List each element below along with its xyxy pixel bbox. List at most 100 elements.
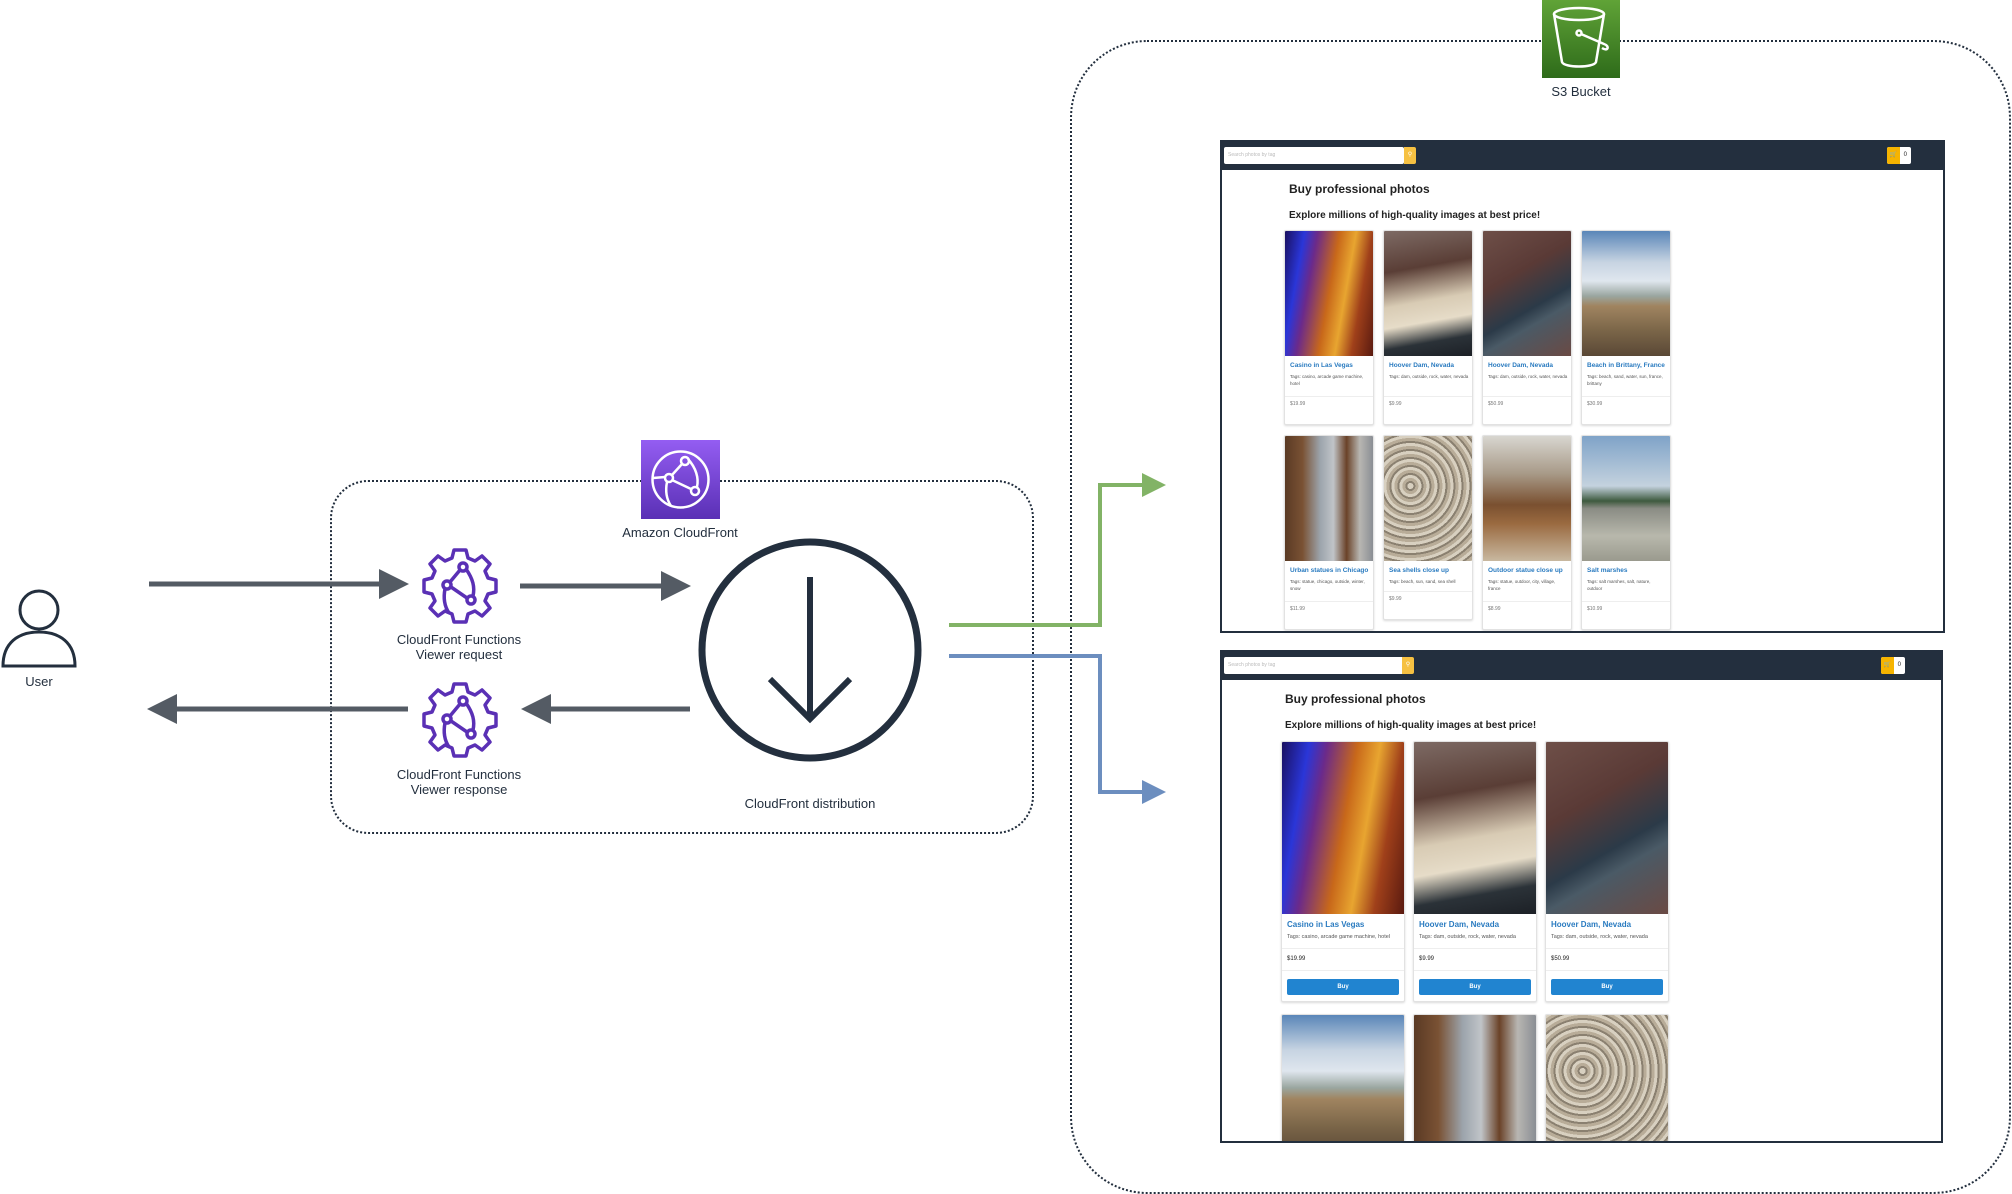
product-card[interactable] xyxy=(1281,1014,1405,1141)
search-input[interactable]: Search photos by tag xyxy=(1224,657,1404,674)
product-card[interactable] xyxy=(1545,1014,1669,1141)
search-icon: ⚲ xyxy=(1405,662,1411,668)
divider xyxy=(1582,396,1670,397)
product-tags: Tags: dam, outside, rock, water, nevada xyxy=(1551,934,1648,940)
product-price: $19.99 xyxy=(1287,956,1306,962)
page-subtitle: Explore millions of high-quality images … xyxy=(1289,210,1541,221)
cloudfront-distribution-icon xyxy=(698,538,922,762)
product-title[interactable]: Hoover Dam, Nevada xyxy=(1419,920,1500,929)
product-title[interactable]: Outdoor statue close up xyxy=(1488,567,1563,574)
product-photo[interactable] xyxy=(1285,436,1373,561)
user-label: User xyxy=(25,674,53,689)
product-photo[interactable] xyxy=(1282,1015,1404,1141)
product-tags: Tags: statue, outdoor, city, village, fr… xyxy=(1488,579,1556,591)
product-photo[interactable] xyxy=(1384,436,1472,561)
product-price: $19.99 xyxy=(1290,401,1306,407)
bucket-icon xyxy=(1552,6,1609,68)
product-price: $9.99 xyxy=(1389,596,1402,602)
product-price: $11.99 xyxy=(1290,606,1305,612)
product-title[interactable]: Hoover Dam, Nevada xyxy=(1389,362,1455,369)
cart-button[interactable]: 🛒0 xyxy=(1881,657,1905,674)
product-card[interactable]: Sea shells close up Tags: beach, sun, san… xyxy=(1383,435,1473,620)
product-photo[interactable] xyxy=(1483,436,1571,561)
divider xyxy=(1384,396,1472,397)
search-button[interactable]: ⚲ xyxy=(1402,657,1414,674)
product-photo[interactable] xyxy=(1546,742,1668,914)
search-input[interactable]: Search photos by tag xyxy=(1224,147,1404,164)
cart-icon: 🛒 xyxy=(1881,657,1894,674)
divider xyxy=(1285,396,1373,397)
divider xyxy=(1582,601,1670,602)
product-price: $8.99 xyxy=(1488,606,1501,612)
divider xyxy=(1384,591,1472,592)
product-price: $50.99 xyxy=(1551,956,1570,962)
cart-count: 0 xyxy=(1903,152,1907,158)
product-price: $50.99 xyxy=(1488,401,1504,407)
divider xyxy=(1282,970,1404,971)
buy-button[interactable]: Buy xyxy=(1287,979,1399,995)
product-tags: Tags: dam, outside, rock, water, nevada xyxy=(1419,934,1516,940)
product-photo[interactable] xyxy=(1285,231,1373,356)
product-tags: Tags: beach, sun, sand, sea shell xyxy=(1389,579,1456,584)
product-title[interactable]: Casino in Las Vegas xyxy=(1287,920,1365,929)
divider xyxy=(1483,601,1571,602)
product-title[interactable]: Salt marshes xyxy=(1587,567,1628,574)
cart-count: 0 xyxy=(1897,662,1901,668)
s3-bucket-label: S3 Bucket xyxy=(1551,84,1611,99)
product-tags: Tags: dam, outside, rock, water, nevada xyxy=(1389,374,1469,379)
buy-button[interactable]: Buy xyxy=(1419,979,1531,995)
cart-button[interactable]: 🛒0 xyxy=(1887,147,1911,164)
product-photo[interactable] xyxy=(1384,231,1472,356)
page-title: Buy professional photos xyxy=(1289,182,1430,196)
product-title[interactable]: Hoover Dam, Nevada xyxy=(1488,362,1554,369)
s3-bucket-icon xyxy=(1542,0,1620,78)
cloudfront-functions-response-icon xyxy=(422,682,498,758)
navbar: Search photos by tag ⚲ 🛒0 xyxy=(1222,142,1943,170)
divider xyxy=(1282,948,1404,949)
product-photo[interactable] xyxy=(1582,231,1670,356)
blue-path-arrow xyxy=(949,654,1166,804)
search-button[interactable]: ⚲ xyxy=(1404,147,1416,164)
product-price: $9.99 xyxy=(1389,401,1402,407)
product-title[interactable]: Casino in Las Vegas xyxy=(1290,362,1353,369)
product-photo[interactable] xyxy=(1483,231,1571,356)
navbar: Search photos by tag ⚲ 🛒0 xyxy=(1222,652,1941,680)
product-tags: Tags: salt marshes, salt, nature, outdoo… xyxy=(1587,579,1651,591)
product-photo[interactable] xyxy=(1582,436,1670,561)
viewer-response-line1: CloudFront Functions xyxy=(396,767,522,782)
amazon-cloudfront-icon xyxy=(641,440,720,519)
buy-button[interactable]: Buy xyxy=(1551,979,1663,995)
cloudfront-distribution-label: CloudFront distribution xyxy=(744,796,876,811)
divider xyxy=(1414,970,1536,971)
page-subtitle: Explore millions of high-quality images … xyxy=(1285,720,1537,731)
product-photo[interactable] xyxy=(1414,1015,1536,1141)
product-tags: Tags: casino, arcade game machine, hotel xyxy=(1290,374,1364,386)
product-tags: Tags: casino, arcade game machine, hotel xyxy=(1287,934,1391,940)
product-price: $9.99 xyxy=(1419,956,1435,962)
page-title: Buy professional photos xyxy=(1285,692,1426,706)
product-card[interactable] xyxy=(1413,1014,1537,1141)
product-card[interactable]: Outdoor statue close up Tags: statue, out… xyxy=(1482,435,1572,630)
globe-icon xyxy=(651,450,710,509)
product-price: $30.99 xyxy=(1587,401,1603,407)
product-title[interactable]: Hoover Dam, Nevada xyxy=(1551,920,1632,929)
divider xyxy=(1285,601,1373,602)
product-title[interactable]: Beach in Brittany, France xyxy=(1587,362,1665,369)
product-title[interactable]: Sea shells close up xyxy=(1389,567,1449,574)
product-tags: Tags: dam, outside, rock, water, nevada xyxy=(1488,374,1568,379)
product-photo[interactable] xyxy=(1414,742,1536,914)
amazon-cloudfront-label: Amazon CloudFront xyxy=(622,525,738,540)
product-photo[interactable] xyxy=(1282,742,1404,914)
product-title[interactable]: Urban statues in Chicago xyxy=(1290,567,1369,574)
product-photo[interactable] xyxy=(1546,1015,1668,1141)
